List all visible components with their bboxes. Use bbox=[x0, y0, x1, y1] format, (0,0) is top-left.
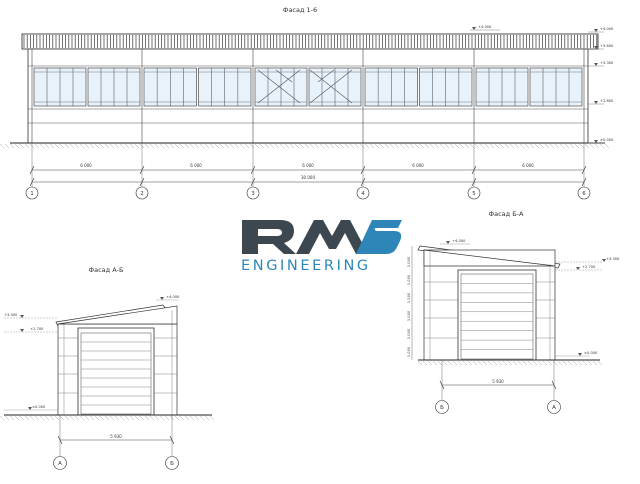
front-window-band bbox=[33, 67, 583, 107]
front-ground-hatch bbox=[0, 143, 610, 149]
right-vdim-2: 1 000 bbox=[407, 274, 411, 285]
axis-bubble-1 bbox=[25, 186, 39, 200]
axis-bubble-4 bbox=[356, 186, 370, 200]
right-gate bbox=[457, 269, 537, 361]
front-title: Фасад 1-6 bbox=[283, 6, 317, 14]
right-vertical-dims: 1 000 1 000 1 000 1 000 1 000 1 000 bbox=[407, 256, 411, 357]
front-span-2: 6 000 bbox=[190, 163, 202, 168]
right-vdim-5: 1 000 bbox=[407, 328, 411, 339]
right-level-markers: +4.000 +3.300 +2.700 ±0.000 bbox=[440, 239, 620, 357]
axis-bubble-2 bbox=[135, 186, 149, 200]
front-level-1: +4.000 bbox=[600, 27, 614, 31]
right-level-4: ±0.000 bbox=[584, 351, 598, 355]
right-vdim-4: 1 000 bbox=[407, 310, 411, 321]
front-total: 30 000 bbox=[301, 175, 315, 180]
right-vdim-3: 1 000 bbox=[407, 292, 411, 303]
right-level-2: +3.300 bbox=[606, 257, 620, 261]
right-axis-1: Б bbox=[440, 405, 444, 411]
left-level-4: ±0.000 bbox=[32, 405, 46, 409]
front-top-marker: +4.000 bbox=[470, 25, 500, 31]
front-axis-6: 6 bbox=[582, 191, 586, 197]
front-level-5: ±0.000 bbox=[600, 138, 614, 142]
left-level-2: +3.300 bbox=[4, 313, 18, 317]
front-span-1: 6 000 bbox=[80, 163, 92, 168]
right-axis-bubble-a bbox=[547, 400, 561, 414]
front-axis-2: 2 bbox=[140, 191, 144, 197]
left-level-1: +4.000 bbox=[166, 295, 180, 299]
left-title: Фасад А-Б bbox=[89, 266, 124, 274]
left-axis-2: Б bbox=[170, 461, 174, 467]
front-level-markers: +4.000 +3.600 +3.300 +2.800 ±0.000 bbox=[588, 27, 614, 144]
right-axis-2: А bbox=[552, 405, 556, 411]
rms-logo: ENGINEERING bbox=[241, 220, 402, 274]
axis-bubble-6 bbox=[577, 186, 591, 200]
front-top-level: +4.000 bbox=[478, 25, 492, 29]
front-level-2: +3.600 bbox=[600, 44, 614, 48]
front-level-4: +2.800 bbox=[600, 99, 614, 103]
right-dim: 5 930 bbox=[492, 379, 504, 384]
facade-right: Фасад Б-А 1 000 1 000 1 000 1 000 1 000 bbox=[407, 210, 620, 414]
front-axis-5: 5 bbox=[472, 191, 476, 197]
right-vdim-1: 1 000 bbox=[407, 256, 411, 267]
front-axes: 1 2 3 4 5 6 bbox=[25, 143, 591, 200]
rms-logo-mark bbox=[242, 220, 402, 254]
front-span-4: 6 000 bbox=[412, 163, 424, 168]
left-axis-bubble-a bbox=[53, 456, 67, 470]
facade-front: Фасад 1-6 +4.000 bbox=[0, 6, 614, 200]
front-roof-ribs bbox=[23, 35, 598, 48]
front-axis-4: 4 bbox=[361, 191, 365, 197]
right-vdim-6: 1 000 bbox=[407, 346, 411, 357]
front-roof-band bbox=[21, 33, 599, 50]
left-ground-hatch bbox=[0, 415, 215, 421]
axis-bubble-5 bbox=[467, 186, 481, 200]
left-level-3: +2.700 bbox=[30, 327, 44, 331]
facade-left: Фасад А-Б +3.300 +2.700 bbox=[0, 266, 215, 470]
left-dim: 5 930 bbox=[110, 434, 122, 439]
front-axis-3: 3 bbox=[251, 191, 255, 197]
front-bracing bbox=[257, 69, 353, 104]
axis-bubble-3 bbox=[246, 186, 260, 200]
front-level-3: +3.300 bbox=[600, 61, 614, 65]
front-span-3: 6 000 bbox=[302, 163, 314, 168]
front-columns bbox=[31, 49, 585, 143]
left-gate bbox=[77, 327, 155, 416]
right-level-1: +4.000 bbox=[452, 239, 466, 243]
left-level-markers: +3.300 +2.700 ±0.000 +4.000 bbox=[4, 295, 180, 411]
right-ground-hatch bbox=[417, 360, 603, 366]
left-axis-1: А bbox=[58, 461, 62, 467]
front-axis-1: 1 bbox=[30, 191, 34, 197]
right-level-3: +2.700 bbox=[582, 265, 596, 269]
front-span-5: 6 000 bbox=[522, 163, 534, 168]
logo-subtitle: ENGINEERING bbox=[241, 258, 371, 274]
right-title: Фасад Б-А bbox=[489, 210, 525, 218]
right-axis-bubble-b bbox=[435, 400, 449, 414]
left-axis-bubble-b bbox=[165, 456, 179, 470]
